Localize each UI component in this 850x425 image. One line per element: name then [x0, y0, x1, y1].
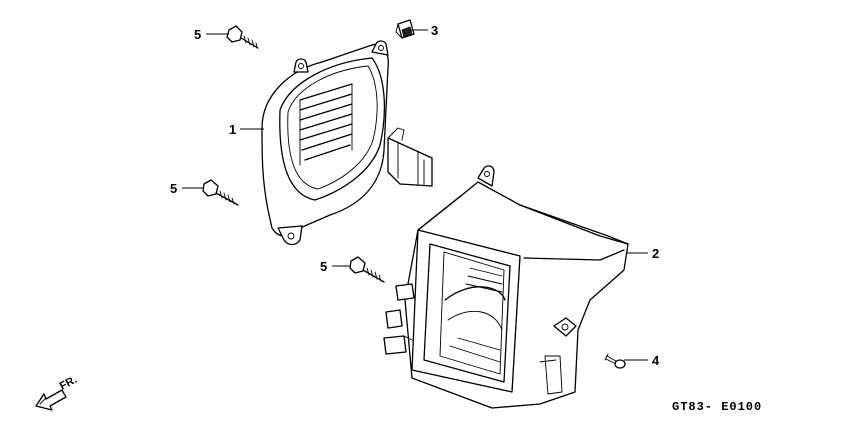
front-direction-arrow-icon — [35, 389, 67, 411]
callout-5-top: 5 — [194, 27, 201, 42]
shroud-part-2 — [383, 165, 629, 409]
callout-5-bottom: 5 — [320, 259, 327, 274]
flange-bolt-part-5-bottom — [349, 256, 385, 283]
callout-1: 1 — [229, 122, 236, 137]
front-direction-label: FR. — [58, 374, 79, 393]
flange-bolt-part-5-top — [226, 25, 259, 49]
callout-2: 2 — [652, 246, 659, 261]
callout-5-middle: 5 — [170, 181, 177, 196]
callout-3: 3 — [431, 23, 438, 38]
flange-bolt-part-5-middle — [202, 179, 239, 206]
fan-cover-part-1 — [261, 40, 433, 246]
callout-4: 4 — [652, 353, 660, 368]
bolt-washer-part-4 — [604, 353, 626, 369]
diagram-code: GT83- E0100 — [672, 400, 762, 414]
clip-nut-part-3 — [395, 19, 415, 39]
